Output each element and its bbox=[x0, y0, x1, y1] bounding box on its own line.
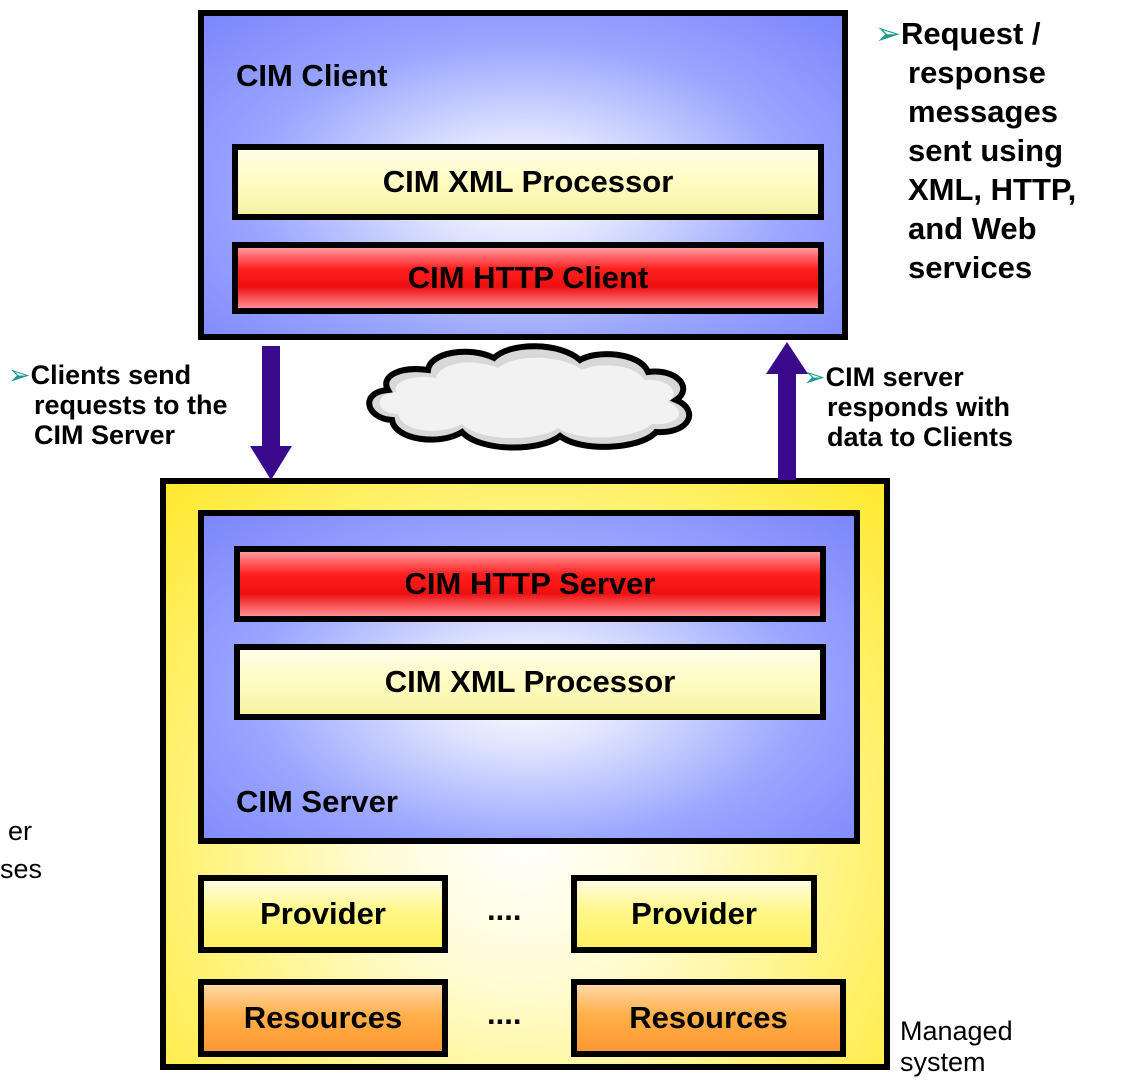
provider-box-right: Provider bbox=[571, 875, 817, 953]
request-arrow bbox=[250, 346, 292, 480]
provider-box-left: Provider bbox=[198, 875, 448, 953]
resources-box-left: Resources bbox=[198, 979, 448, 1057]
client-xml-processor: CIM XML Processor bbox=[232, 144, 824, 220]
note-request-response: ➢Request / response messages sent using … bbox=[875, 16, 1077, 285]
resources-ellipsis: .... bbox=[487, 996, 522, 1031]
network-cloud-icon bbox=[366, 343, 693, 451]
client-http-client: CIM HTTP Client bbox=[232, 242, 824, 314]
server-http-server: CIM HTTP Server bbox=[234, 546, 826, 622]
managed-system-label: Managed system bbox=[900, 1016, 1013, 1077]
cut-off-left-text: er ses bbox=[0, 816, 43, 884]
bullet-icon: ➢ bbox=[803, 362, 826, 392]
provider-ellipsis: .... bbox=[487, 892, 522, 927]
cim-client-box: CIM Client CIM XML Processor CIM HTTP Cl… bbox=[198, 10, 848, 340]
resources-box-right: Resources bbox=[571, 979, 846, 1057]
cim-server-title: CIM Server bbox=[236, 784, 398, 819]
cim-server-box: CIM HTTP Server CIM XML Processor CIM Se… bbox=[198, 510, 860, 844]
cim-client-title: CIM Client bbox=[236, 58, 388, 93]
bullet-icon: ➢ bbox=[875, 16, 901, 51]
bullet-icon: ➢ bbox=[8, 360, 31, 390]
response-arrow bbox=[766, 342, 808, 480]
server-xml-processor: CIM XML Processor bbox=[234, 644, 826, 720]
note-server-responds: ➢CIM server responds with data to Client… bbox=[803, 362, 1014, 452]
note-clients-send: ➢Clients send requests to the CIM Server bbox=[8, 360, 228, 450]
